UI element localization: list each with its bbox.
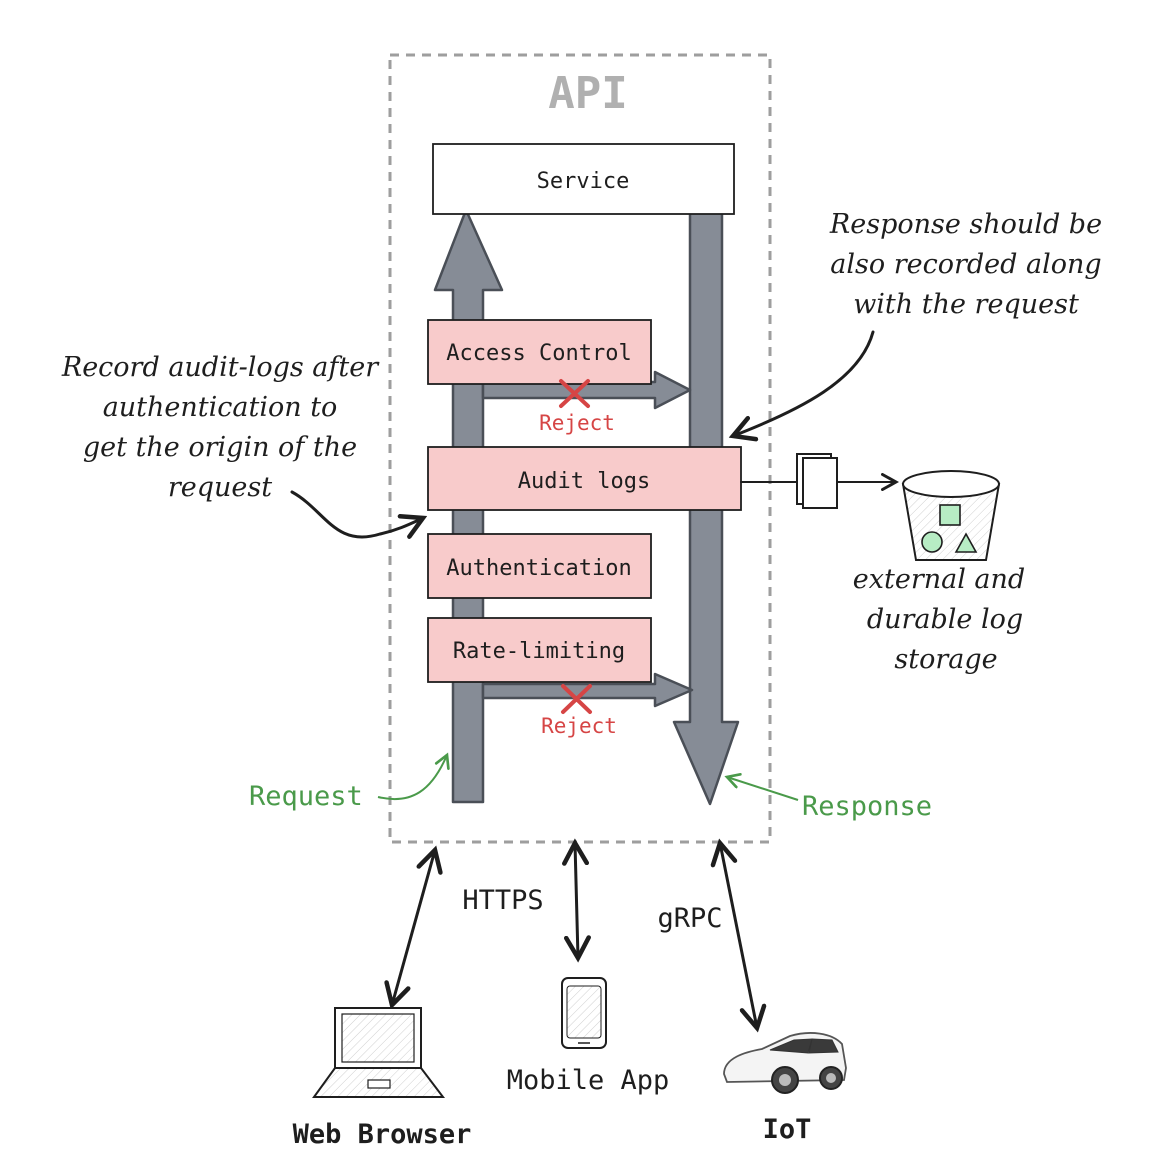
document-icon <box>796 453 838 509</box>
audit-logs-box <box>427 446 742 511</box>
web-browser-label: Web Browser <box>293 1119 472 1150</box>
audit-note-pointer <box>290 490 423 537</box>
access-control-label: Access Control <box>446 341 631 366</box>
request-label: Request <box>249 781 363 812</box>
rate-limiting-label: Rate-limiting <box>453 639 625 664</box>
response-note-line-3: with the request <box>853 289 1079 320</box>
reject-label-access-control: Reject <box>539 411 615 435</box>
service-box <box>432 143 735 215</box>
reject-arrow-access-control <box>481 370 692 410</box>
rate-limiting-box <box>427 617 652 683</box>
audit-note-line-3: get the origin of the <box>83 432 357 463</box>
api-title: API <box>548 68 627 119</box>
response-label: Response <box>802 791 932 822</box>
authentication-box <box>427 533 652 599</box>
service-label: Service <box>537 169 630 194</box>
phone-icon <box>561 977 607 1049</box>
request-pointer <box>377 755 447 801</box>
iot-label: IoT <box>763 1114 812 1145</box>
storage-line-1: external and <box>853 564 1025 595</box>
laptop-icon <box>312 1007 446 1098</box>
api-boundary <box>388 53 772 844</box>
audit-note-line-4: request <box>168 472 272 503</box>
bucket-icon <box>901 470 1001 561</box>
audit-logs-label: Audit logs <box>518 469 650 494</box>
https-label: HTTPS <box>462 885 543 916</box>
iot-connection <box>720 843 757 1028</box>
audit-note-line-1: Record audit-logs after <box>61 352 380 383</box>
mobile-connection <box>575 843 578 958</box>
grpc-label: gRPC <box>657 903 722 934</box>
car-icon <box>723 1032 847 1094</box>
reject-x-icon <box>559 379 590 408</box>
storage-line-2: durable log <box>867 604 1023 635</box>
audit-note-line-2: authentication to <box>103 392 338 423</box>
access-control-box <box>427 319 652 385</box>
storage-line-3: storage <box>894 644 997 675</box>
reject-x-icon <box>561 684 592 714</box>
web-connection <box>392 850 435 1005</box>
authentication-label: Authentication <box>446 556 631 581</box>
response-pointer <box>727 777 799 801</box>
mobile-app-label: Mobile App <box>507 1065 670 1096</box>
response-note-pointer <box>733 330 875 436</box>
response-note-line-1: Response should be <box>829 209 1102 240</box>
response-note-line-2: also recorded along <box>830 249 1101 280</box>
reject-label-rate-limiting: Reject <box>541 714 617 738</box>
